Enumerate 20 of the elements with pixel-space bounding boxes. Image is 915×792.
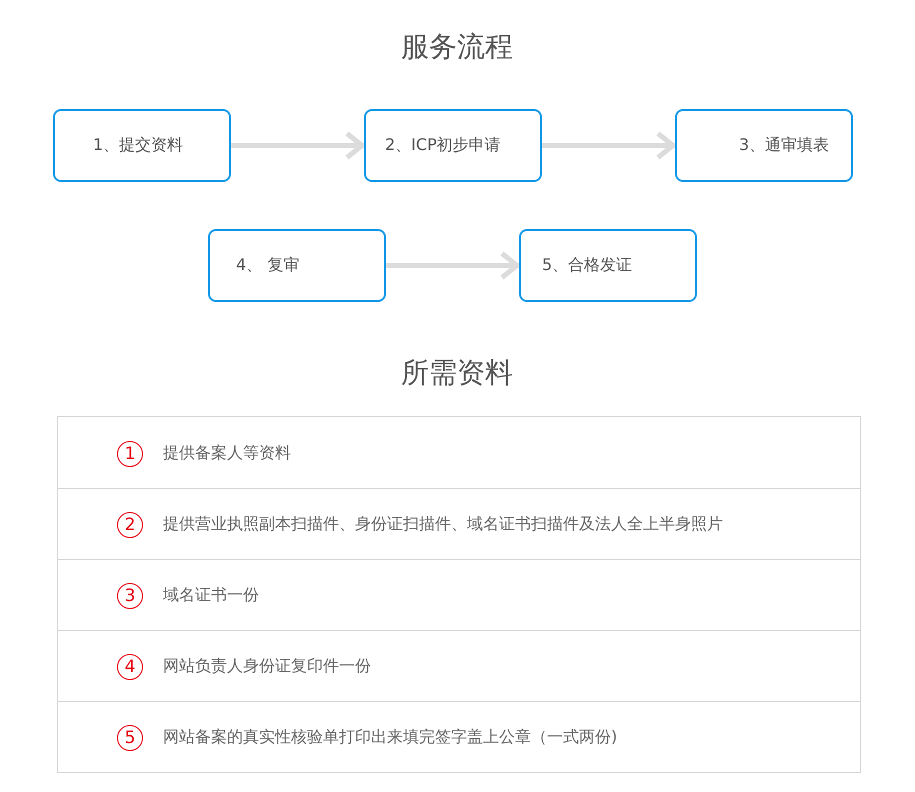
row-text: 提供备案人等资料 (163, 442, 291, 462)
arrow (231, 131, 364, 160)
arrow (542, 131, 676, 160)
process-box: 5、合格发证 (519, 229, 697, 302)
heading: 服务流程 (401, 30, 513, 64)
process-box: 2、ICP初步申请 (364, 109, 542, 182)
heading: 所需资料 (401, 356, 513, 390)
callout-number: 5 (117, 724, 143, 750)
arrow (386, 251, 520, 280)
process-box: 4、 复审 (208, 229, 386, 302)
process-box: 1、提交资料 (53, 109, 231, 182)
row-text: 提供营业执照副本扫描件、身份证扫描件、域名证书扫描件及法人全上半身照片 (163, 514, 723, 534)
callout-number: 3 (117, 582, 143, 608)
callout-number: 2 (117, 512, 143, 538)
callout-number: 4 (117, 654, 143, 680)
callout-number: 1 (117, 440, 143, 466)
row-text: 域名证书一份 (163, 584, 259, 604)
process-box: 3、通审填表 (675, 109, 853, 182)
row-text: 网站负责人身份证复印件一份 (163, 656, 371, 676)
row-text: 网站备案的真实性核验单打印出来填完签字盖上公章（一式两份) (163, 726, 618, 746)
